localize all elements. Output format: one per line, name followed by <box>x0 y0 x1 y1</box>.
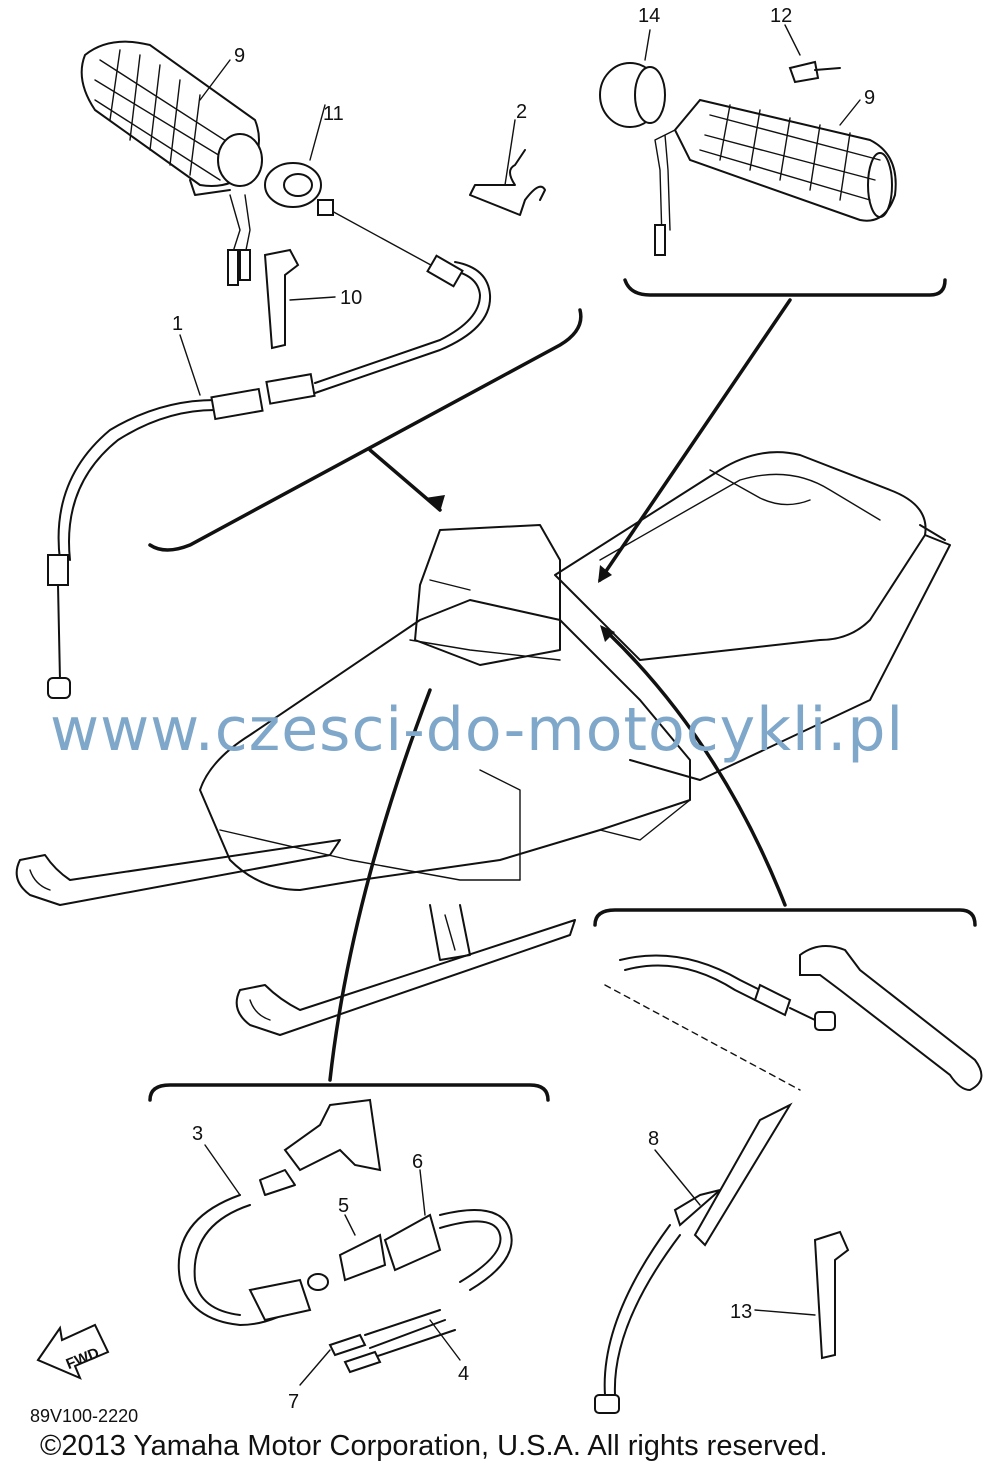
callout-7: 7 <box>288 1391 299 1413</box>
group-left-handlebar <box>47 40 583 699</box>
callout-13: 13 <box>730 1301 752 1323</box>
callout-9-left: 9 <box>234 45 245 67</box>
grip-ring <box>264 162 322 208</box>
callout-labels: 1 2 3 4 5 6 7 8 9 9 10 11 12 13 14 <box>172 5 875 1413</box>
cable-tie <box>263 248 300 350</box>
callout-11: 11 <box>323 103 344 125</box>
callout-1: 1 <box>172 313 183 335</box>
callout-12: 12 <box>770 5 792 27</box>
right-grip <box>654 98 897 256</box>
callout-14: 14 <box>638 5 660 27</box>
callout-8: 8 <box>648 1128 659 1150</box>
callout-9-right: 9 <box>864 87 875 109</box>
callout-6: 6 <box>412 1151 423 1173</box>
callout-2: 2 <box>516 101 527 123</box>
group-right-handlebar <box>599 60 947 297</box>
callout-3: 3 <box>192 1123 203 1145</box>
pointer-arrows <box>328 298 792 1082</box>
group-choke-cable <box>148 1083 550 1374</box>
left-grip <box>80 40 263 286</box>
fwd-arrow: FWD <box>36 1323 110 1380</box>
hook-clip <box>469 149 546 216</box>
snowmobile-body <box>15 451 951 1036</box>
drawing-code: 89V100-2220 <box>30 1406 139 1426</box>
throttle-cable <box>47 199 492 699</box>
callout-10: 10 <box>340 287 362 309</box>
watermark-text: www.czesci-do-motocykli.pl <box>50 695 905 765</box>
callout-4: 4 <box>458 1363 469 1385</box>
callout-leaders <box>179 24 861 1386</box>
copyright-notice: ©2013 Yamaha Motor Corporation, U.S.A. A… <box>40 1430 828 1462</box>
callout-5: 5 <box>338 1195 349 1217</box>
group-brake-lever <box>593 908 983 1414</box>
